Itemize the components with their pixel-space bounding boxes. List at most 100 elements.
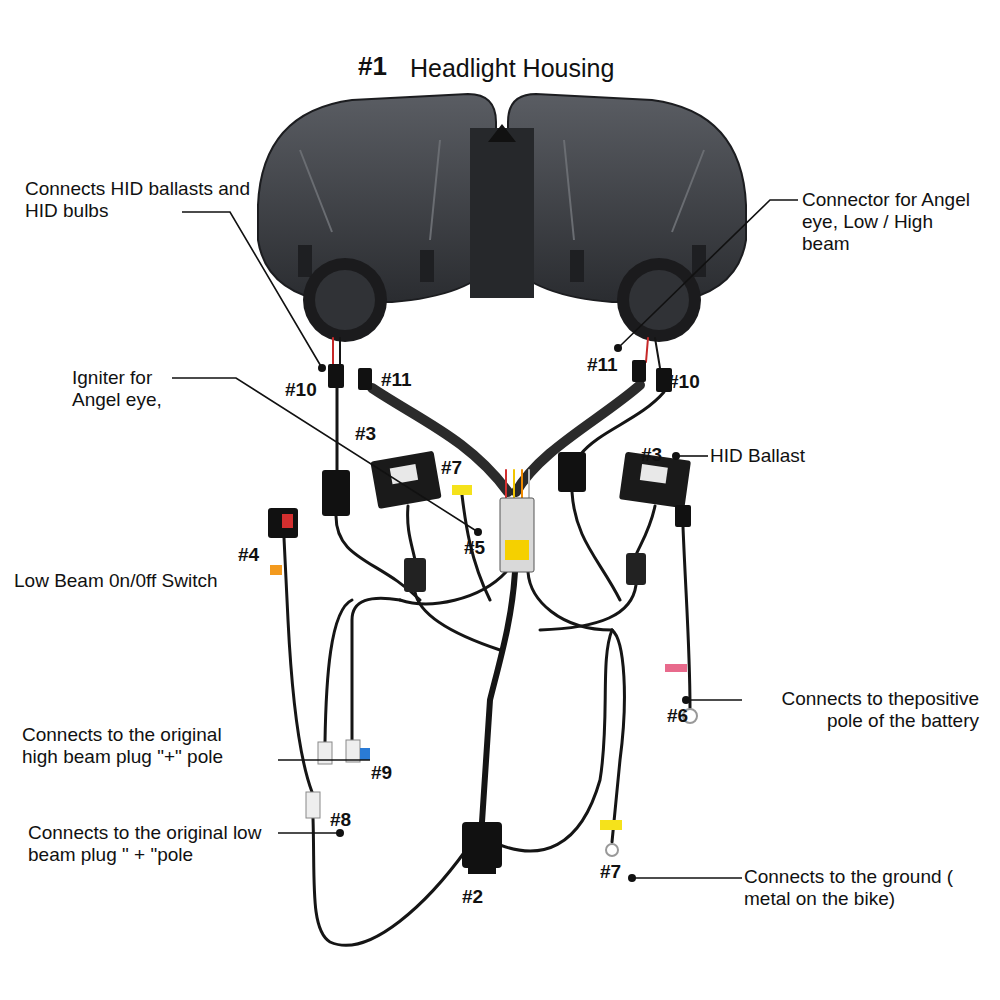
pink-tag (665, 664, 687, 672)
leader-dot (628, 874, 636, 882)
module-wire-white (528, 470, 530, 500)
leader-line (686, 699, 742, 701)
relay-bracket (468, 866, 496, 874)
battery-wire (683, 527, 690, 708)
branch-wire (352, 598, 400, 740)
mount-tab (298, 245, 312, 277)
callout-number: #3 (355, 423, 376, 445)
callout-text: Connects to the ground ( metal on the bi… (744, 866, 974, 910)
switch-body (268, 508, 298, 538)
hid-ballast (370, 451, 441, 509)
ballast-wire (408, 506, 415, 560)
callout-text: HID Ballast (710, 445, 805, 467)
callout-number: #9 (371, 762, 392, 784)
bulb-connector (328, 364, 344, 388)
igniter-wire (336, 388, 339, 470)
orange-tag (270, 565, 282, 575)
ballast-sticker (390, 464, 418, 484)
callout-number: #7 (441, 457, 462, 479)
leader-lines (172, 200, 798, 878)
callout-number: #10 (668, 371, 700, 393)
yellow-tag (600, 820, 622, 830)
components (268, 360, 697, 874)
ballast-body (370, 451, 441, 509)
igniter-wire (572, 492, 620, 600)
module-sticker (505, 540, 529, 560)
mount-tab (570, 250, 584, 282)
leader-dot (474, 528, 482, 536)
relay-body (462, 822, 502, 868)
callout-text: Low Beam 0n/0ff Switch (14, 570, 217, 592)
ballast-connector (404, 558, 426, 592)
trunk-wire (482, 572, 515, 822)
leader-line (278, 759, 370, 761)
callout-text: Connects to the original high beam plug … (22, 724, 257, 768)
callout-number: #11 (587, 354, 618, 376)
housing-bridge (470, 128, 534, 298)
mount-tab (420, 250, 434, 282)
leader-dot (318, 364, 326, 372)
callout-text: Connector for Angel eye, Low / High beam (802, 189, 977, 255)
switch-wire (284, 538, 312, 792)
leader-dot (682, 696, 690, 704)
bulb-socket-inner (315, 270, 375, 330)
callout-number: #3 (641, 444, 662, 466)
module-wire-orange (521, 470, 523, 500)
low-beam-wire (313, 818, 466, 945)
leader-dots (318, 344, 690, 882)
sleeved-cable (516, 385, 640, 492)
leader-line (278, 832, 340, 834)
housing-left-lobe (258, 94, 496, 302)
ballast-connector (626, 553, 646, 585)
high-beam-plug (346, 740, 360, 762)
housing-clip (488, 124, 516, 142)
callout-number: #1 (358, 51, 387, 81)
lamp-wire (655, 338, 660, 368)
wiring-harness (284, 338, 690, 945)
housing-fin (300, 140, 704, 240)
leader-line (676, 455, 708, 457)
mount-tab (692, 245, 706, 277)
housing-right-lobe (508, 94, 746, 302)
low-beam-plug (306, 792, 320, 818)
callout-text: Connects to thepositive pole of the batt… (744, 688, 979, 732)
module-wire-red (505, 470, 507, 500)
bulb-socket (617, 258, 701, 342)
callout-number: #5 (464, 537, 485, 559)
callout-number: #2 (462, 886, 483, 908)
module-wire-yellow (513, 470, 515, 500)
callout-text: Connects HID ballasts and HID bulbs (25, 178, 250, 222)
leader-line (618, 200, 798, 348)
leader-dot (336, 829, 344, 837)
callout-text: Igniter for Angel eye, (72, 367, 187, 411)
callout-number: #8 (330, 809, 351, 831)
callout-number: #4 (238, 544, 259, 566)
yellow-tag (452, 485, 472, 495)
callout-number: #11 (381, 369, 412, 391)
leader-line (182, 212, 322, 368)
lamp-wire (339, 338, 341, 366)
relay-wire (500, 630, 612, 851)
ground-ring-terminal (606, 844, 618, 856)
switch-button (282, 514, 293, 528)
diagram-title: Headlight Housing (410, 53, 614, 83)
tag-wire (462, 495, 490, 600)
ballast-wire (636, 506, 655, 555)
leader-dot (614, 344, 622, 352)
bulb-connector (632, 360, 646, 382)
angel-eye-igniter (322, 470, 350, 516)
lamp-wire-red (332, 338, 334, 366)
sleeved-cable (372, 388, 508, 492)
callout-number: #10 (285, 379, 317, 401)
callout-number: #6 (667, 705, 688, 727)
branch-wire (325, 600, 352, 742)
callout-number: #7 (600, 861, 621, 883)
leader-dot (672, 452, 680, 460)
headlight-housing (258, 94, 746, 342)
lamp-wire-red (646, 338, 648, 362)
ballast-wire (540, 585, 636, 630)
bulb-socket-inner (629, 270, 689, 330)
ground-wire (612, 630, 624, 842)
blue-tag (360, 748, 370, 760)
